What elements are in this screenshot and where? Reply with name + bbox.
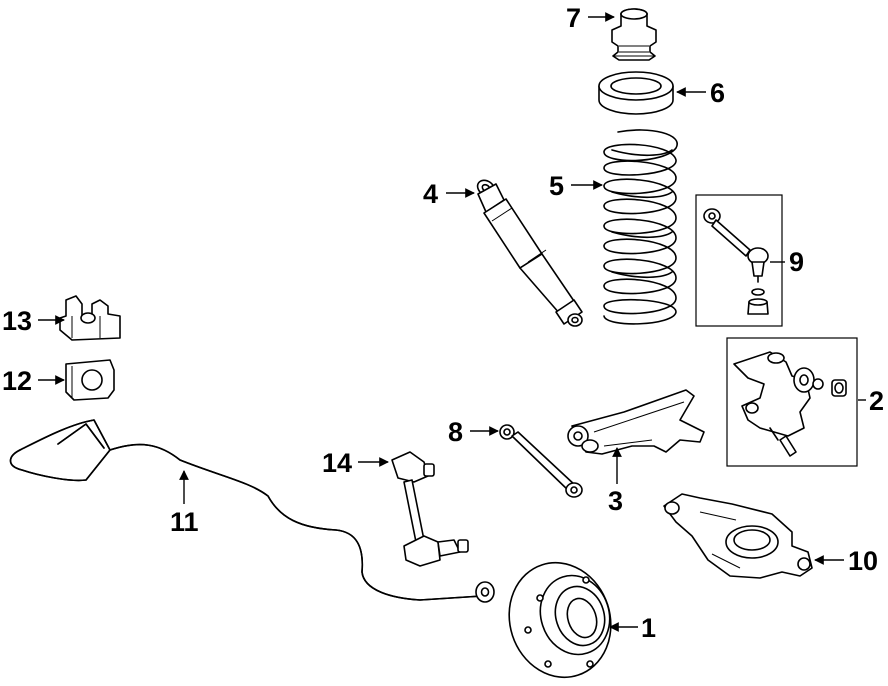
hub-bearing-part[interactable] [495, 549, 626, 686]
leader-lines [38, 12, 866, 632]
callout-8: 8 [448, 417, 463, 447]
part-9-group-box [695, 194, 783, 327]
lateral-link-part[interactable] [499, 424, 583, 498]
coil-spring-part[interactable] [603, 129, 678, 325]
callout-6: 6 [710, 78, 725, 108]
stabilizer-bar-part[interactable] [9, 419, 495, 603]
callout-9: 9 [789, 247, 804, 277]
callout-labels: 7 6 5 4 9 13 12 2 8 3 14 11 10 1 [2, 3, 884, 643]
callout-2: 2 [869, 386, 884, 416]
callout-10: 10 [848, 546, 878, 576]
bump-stop-part[interactable] [611, 8, 657, 61]
callout-3: 3 [608, 486, 623, 516]
callout-7: 7 [566, 3, 581, 33]
callout-5: 5 [549, 171, 564, 201]
shock-absorber-part[interactable] [475, 177, 583, 327]
spring-insulator-part[interactable] [598, 71, 674, 115]
callout-4: 4 [423, 179, 438, 209]
stabilizer-link-part[interactable] [391, 451, 469, 567]
callout-12: 12 [2, 366, 32, 396]
lower-control-arm-part[interactable] [663, 493, 813, 579]
link-assembly-group[interactable] [695, 194, 783, 327]
knuckle-group[interactable] [726, 337, 858, 467]
callout-13: 13 [2, 306, 32, 336]
callout-11: 11 [170, 507, 199, 537]
callout-14: 14 [322, 448, 352, 478]
stabilizer-bracket-part[interactable] [59, 295, 121, 341]
part-2-group-box [726, 337, 858, 467]
callout-1: 1 [641, 613, 656, 643]
upper-control-arm-part[interactable] [567, 389, 705, 455]
stabilizer-bushing-part[interactable] [65, 359, 115, 401]
